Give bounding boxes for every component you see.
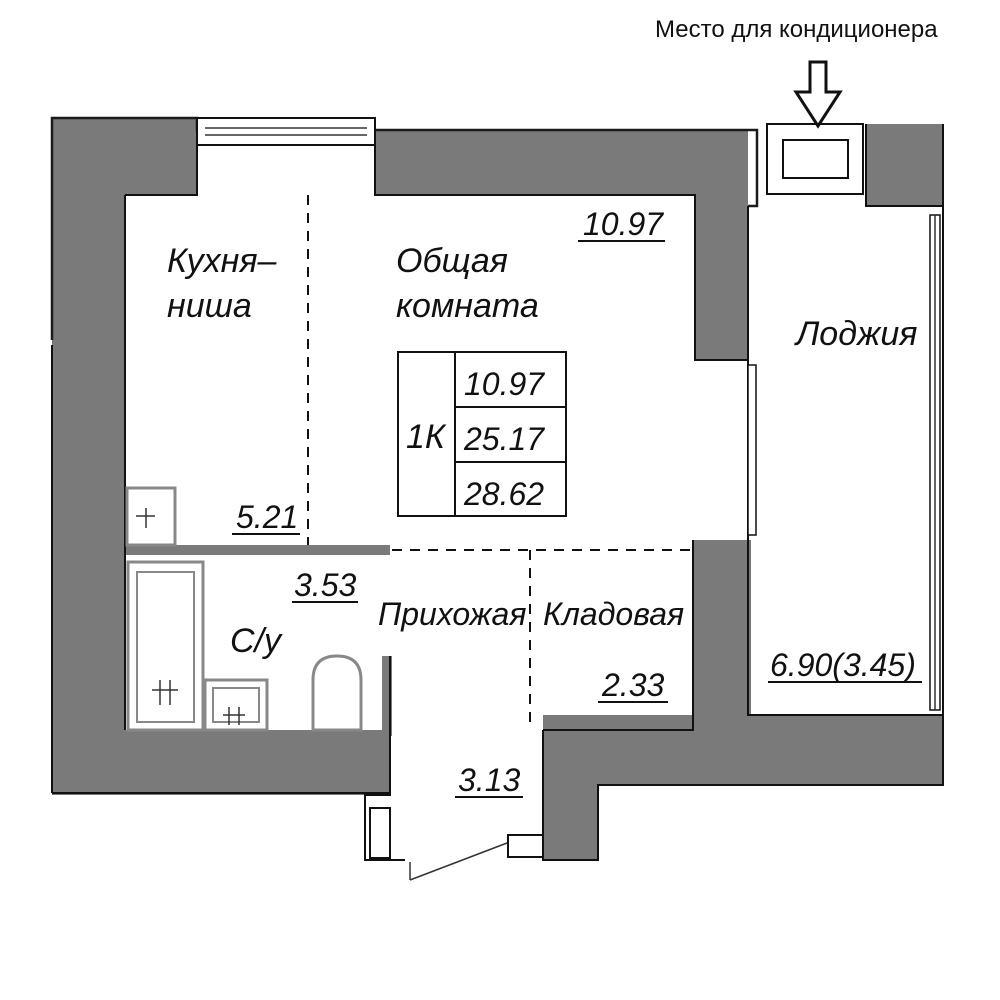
loggia-door — [747, 364, 757, 536]
windows — [196, 117, 941, 711]
kitchen-living-window — [196, 117, 376, 146]
living-area: 10.97 — [583, 206, 664, 242]
entry-door — [369, 807, 544, 881]
loggia-pier — [866, 124, 944, 206]
ac-box — [782, 139, 849, 179]
summary-total-with-loggia: 28.62 — [463, 476, 544, 512]
bathtub — [126, 560, 205, 732]
toilet — [311, 654, 363, 732]
apartment-type: 1К — [406, 418, 447, 456]
hallway-name: Прихожая — [378, 596, 526, 632]
storage-right-wall — [693, 540, 751, 730]
bottom-wall-left — [52, 730, 390, 795]
bottom-wall-right — [543, 715, 943, 785]
storage-name: Кладовая — [543, 596, 684, 632]
bath-partition — [125, 545, 390, 555]
living-name-line1: Общая — [396, 242, 508, 280]
fixtures — [125, 486, 363, 732]
down-arrow-icon — [793, 60, 843, 129]
living-name-line2: комната — [396, 287, 539, 325]
kitchen-name-line1: Кухня– — [167, 242, 278, 280]
wall-outlines — [50, 116, 944, 861]
walls — [52, 118, 944, 860]
summary-table — [397, 351, 567, 517]
loggia-area: 6.90(3.45) — [770, 647, 916, 683]
living-right-wall — [695, 130, 748, 360]
kitchen-area: 5.21 — [236, 499, 298, 535]
hallway-area: 3.13 — [458, 762, 520, 798]
top-wall-right — [375, 130, 748, 195]
bathroom-name: С/у — [230, 622, 283, 660]
left-wall — [52, 118, 125, 793]
summary-living-area: 10.97 — [464, 366, 545, 402]
area-underlines — [232, 240, 922, 798]
ac-unit — [766, 60, 864, 195]
bath-right-partition — [382, 656, 392, 736]
loggia-name: Лоджия — [794, 315, 917, 353]
kitchen-name-line2: ниша — [167, 287, 252, 325]
bottom-wall-stub — [543, 715, 598, 860]
room-dividers — [307, 195, 693, 730]
storage-area: 2.33 — [601, 667, 664, 703]
top-wall-left — [52, 118, 197, 195]
ac-note: Место для кондиционера — [655, 16, 938, 43]
summary-total-area: 25.17 — [463, 421, 545, 457]
bathroom-area: 3.53 — [294, 567, 356, 603]
